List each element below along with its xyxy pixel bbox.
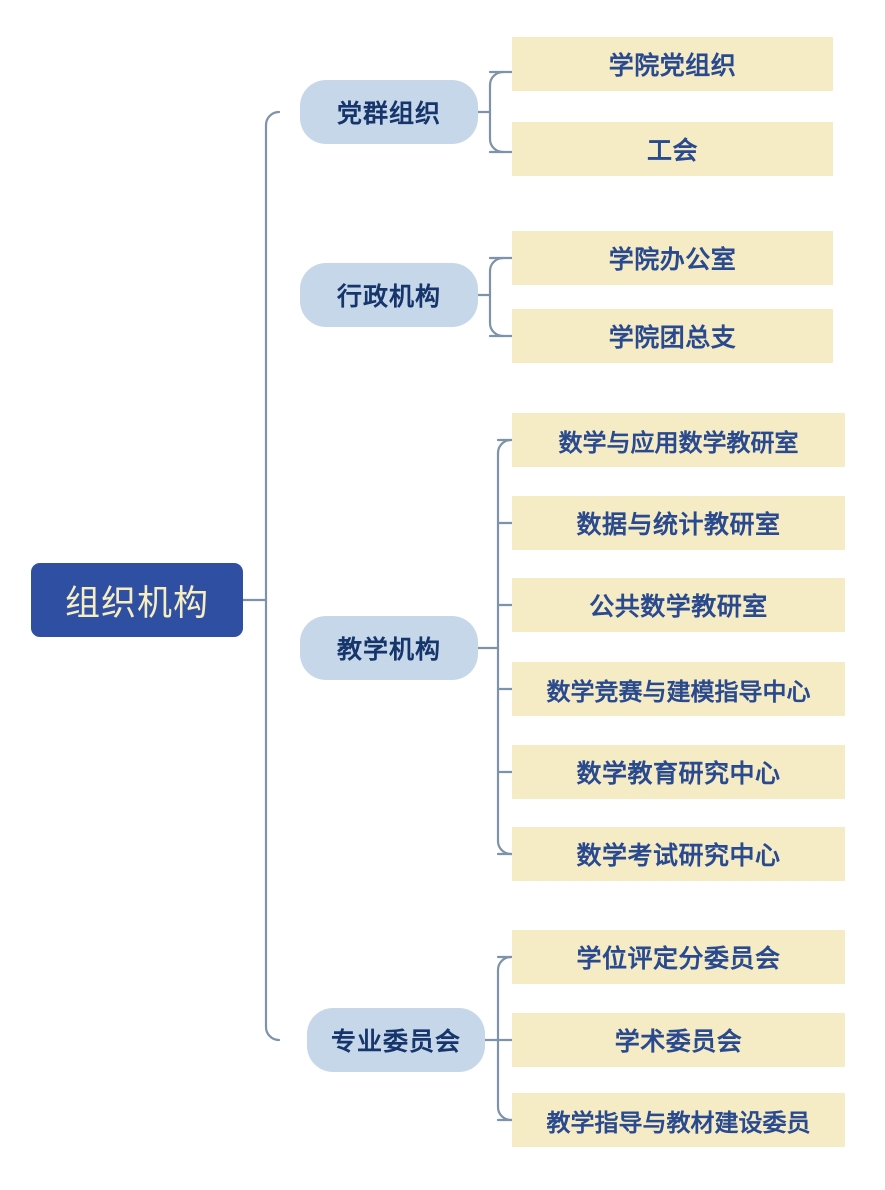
leaf-node-label: 数学竞赛与建模指导中心 — [546, 679, 811, 706]
leaf-node-jingsai-jianmo-zhongxin[interactable]: 数学竞赛与建模指导中心 — [512, 662, 845, 716]
branch-node-jiaoxue[interactable]: 教学机构 — [300, 616, 478, 680]
branch-node-zhuanye-weiyuanhui[interactable]: 专业委员会 — [307, 1008, 485, 1072]
leaf-node-label: 数学考试研究中心 — [576, 843, 781, 870]
leaf-node-xueshu-weiyuanhui[interactable]: 学术委员会 — [512, 1013, 845, 1067]
leaf-node-label: 工会 — [646, 138, 698, 165]
leaf-node-label: 学院办公室 — [608, 247, 737, 274]
connector-branch1-trunk — [488, 70, 505, 154]
branch-node-xingzheng[interactable]: 行政机构 — [300, 263, 478, 327]
branch-node-label: 党群组织 — [336, 100, 441, 128]
connector-branch4-trunk — [496, 955, 513, 1122]
root-node[interactable]: 组织机构 — [31, 563, 243, 637]
root-node-label: 组织机构 — [64, 583, 209, 623]
connector-branch2-trunk — [488, 256, 505, 338]
leaf-node-label: 数据与统计教研室 — [576, 512, 781, 539]
leaf-node-label: 学术委员会 — [614, 1029, 743, 1056]
leaf-node-xueyuan-bangongshi[interactable]: 学院办公室 — [512, 231, 833, 285]
leaf-node-label: 公共数学教研室 — [589, 594, 768, 621]
branch-node-dangqun[interactable]: 党群组织 — [300, 80, 478, 144]
connector-main-trunk — [264, 110, 281, 1042]
leaf-node-label: 教学指导与教材建设委员 — [546, 1110, 811, 1137]
leaf-node-gonghui[interactable]: 工会 — [512, 122, 833, 176]
leaf-node-gonggong-shuxue-jiaoyanshi[interactable]: 公共数学教研室 — [512, 578, 845, 632]
leaf-node-xueyuan-tuanzongzhi[interactable]: 学院团总支 — [512, 309, 833, 363]
leaf-node-shuxue-yingyong-jiaoyanshi[interactable]: 数学与应用数学教研室 — [512, 413, 845, 467]
connector-branch3-trunk — [496, 438, 513, 856]
leaf-node-label: 学院党组织 — [608, 53, 737, 80]
leaf-node-shuxue-kaoshi-yanjiu-zhongxin[interactable]: 数学考试研究中心 — [512, 827, 845, 881]
leaf-node-xuewei-pingding-fenweiyuanhui[interactable]: 学位评定分委员会 — [512, 930, 845, 984]
leaf-node-shuju-tongji-jiaoyanshi[interactable]: 数据与统计教研室 — [512, 496, 845, 550]
branch-node-label: 教学机构 — [336, 636, 441, 664]
leaf-node-xueyuan-dangzuzhi[interactable]: 学院党组织 — [512, 37, 833, 91]
leaf-node-shuxue-jiaoyu-yanjiu-zhongxin[interactable]: 数学教育研究中心 — [512, 745, 845, 799]
branch-node-label: 行政机构 — [336, 283, 441, 311]
leaf-node-label: 学位评定分委员会 — [576, 946, 781, 973]
leaf-node-label: 数学与应用数学教研室 — [558, 430, 799, 457]
leaf-node-label: 数学教育研究中心 — [576, 761, 781, 788]
branch-node-label: 专业委员会 — [330, 1028, 461, 1056]
leaf-node-jiaoxue-zhidao-jiaocai-weiyuan[interactable]: 教学指导与教材建设委员 — [512, 1093, 845, 1147]
leaf-node-label: 学院团总支 — [608, 325, 737, 352]
